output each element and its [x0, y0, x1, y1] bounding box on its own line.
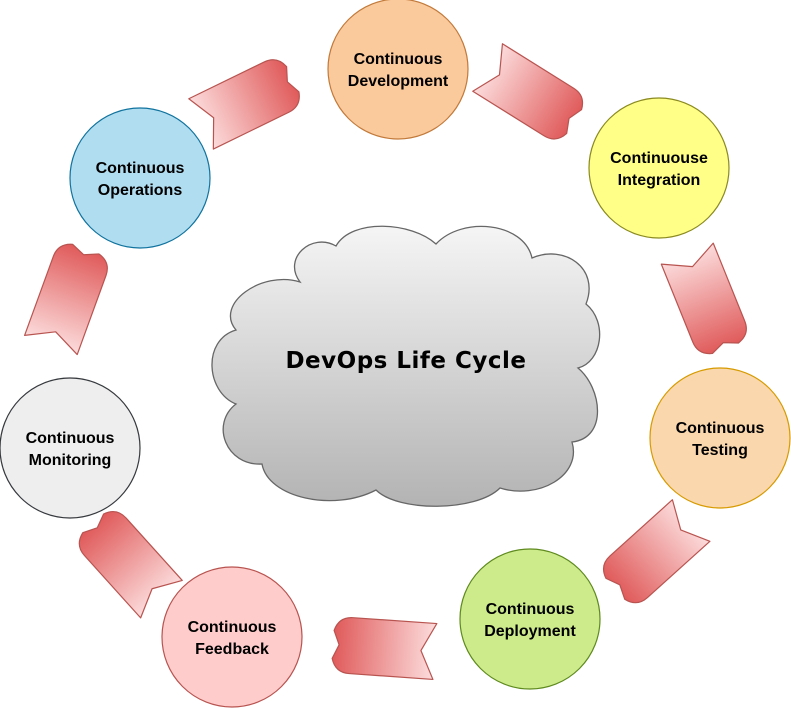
stage-circle	[0, 377, 141, 519]
cloud-shape	[211, 225, 601, 507]
stage-label-line-2: Development	[348, 73, 449, 90]
cycle-arrow-7	[188, 59, 300, 150]
stage-label-line-1: Continuous	[26, 430, 115, 447]
stage-circle	[161, 566, 303, 708]
stage-label-line-1: Continuous	[96, 160, 185, 177]
arrow-shape	[188, 59, 300, 150]
stage-label-line-2: Deployment	[484, 623, 576, 640]
stage-circle	[649, 367, 791, 509]
cycle-arrow-2	[660, 242, 747, 355]
arrow-shape	[602, 499, 711, 604]
center-cloud: DevOps Life Cycle	[211, 225, 601, 507]
stage-circle	[588, 97, 730, 239]
stage-label-line-1: Continuous	[354, 51, 443, 68]
cycle-arrows	[23, 43, 747, 681]
stage-label-line-2: Testing	[692, 442, 748, 459]
cycle-arrow-4	[331, 617, 438, 681]
arrow-shape	[660, 242, 747, 355]
stage-label-line-1: Continuous	[188, 619, 277, 636]
stage-label-line-2: Feedback	[195, 641, 269, 658]
stage-label-line-1: Continuous	[486, 601, 575, 618]
stage-label-line-2: Monitoring	[29, 452, 112, 469]
stage-circle	[327, 0, 469, 140]
stage-circle	[459, 548, 601, 690]
diagram-title: DevOps Life Cycle	[285, 348, 526, 374]
arrow-shape	[472, 43, 584, 140]
arrow-shape	[78, 510, 183, 619]
stage-label-line-2: Integration	[618, 172, 701, 189]
stage-label-line-2: Operations	[98, 182, 183, 199]
stage-label-line-1: Continuouse	[610, 150, 708, 167]
cycle-arrow-6	[23, 243, 108, 356]
cycle-arrow-3	[602, 499, 711, 604]
arrow-shape	[23, 243, 108, 356]
stage-circle	[69, 107, 211, 249]
cycle-arrow-1	[472, 43, 584, 140]
cycle-arrow-5	[78, 510, 183, 619]
stage-label-line-1: Continuous	[676, 420, 765, 437]
arrow-shape	[331, 617, 438, 681]
